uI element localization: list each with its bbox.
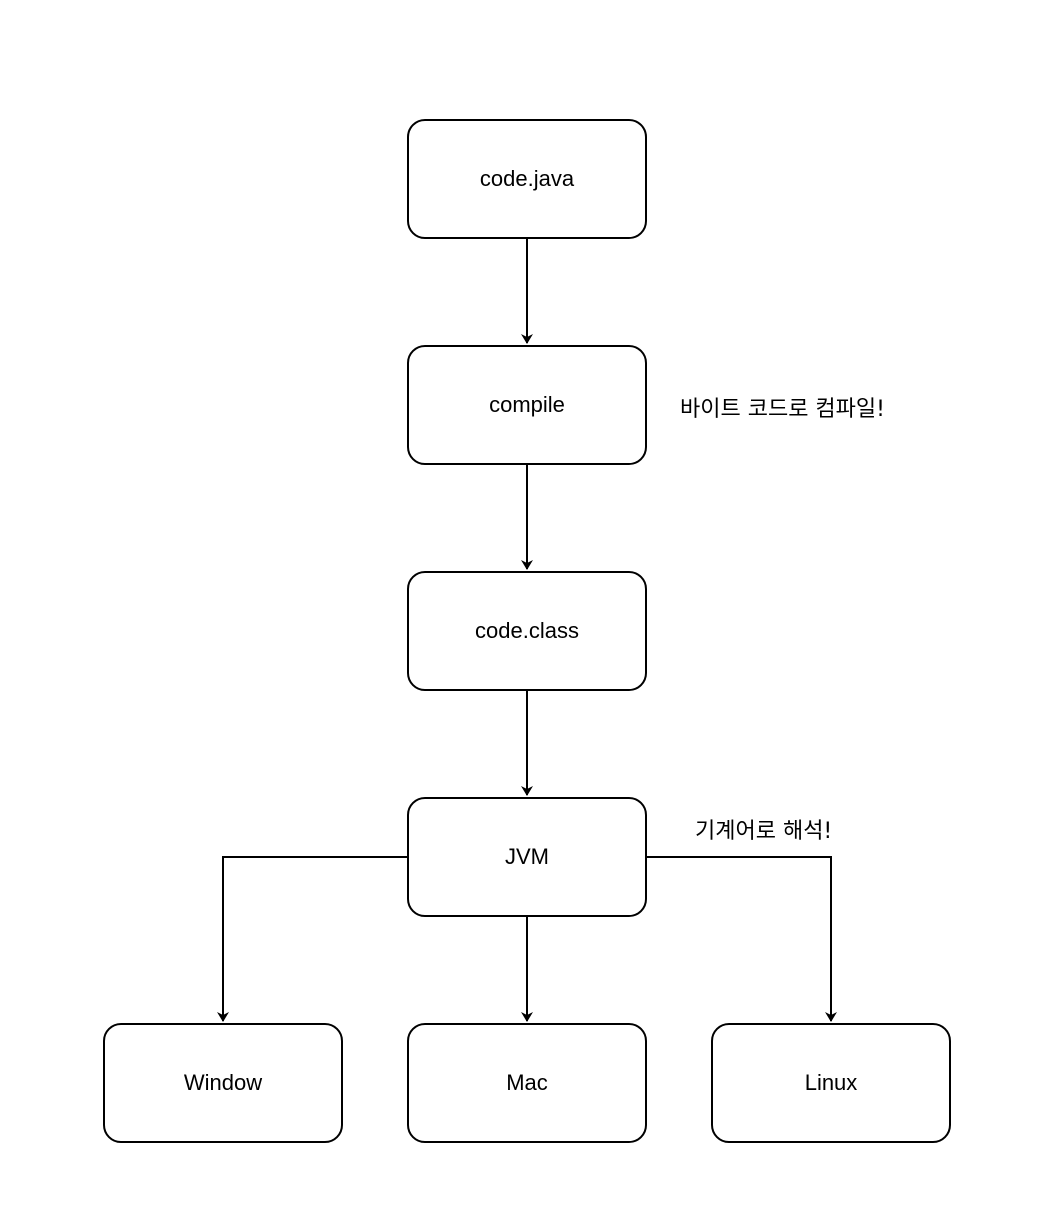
node-jvm[interactable]: JVM (407, 797, 647, 917)
node-jvm-label: JVM (505, 844, 549, 869)
jvm-annotation: 기계어로 해석! (695, 819, 833, 844)
arrow-jvm-to-linux (647, 856, 837, 1022)
node-code-class[interactable]: code.class (407, 571, 647, 691)
node-code-class-label: code.class (475, 618, 579, 643)
node-window-label: Window (183, 1070, 263, 1095)
node-mac[interactable]: Mac (407, 1023, 647, 1143)
node-code-java-label: code.java (479, 166, 575, 191)
node-linux[interactable]: Linux (711, 1023, 951, 1143)
arrow-jvm-to-window (217, 856, 407, 1022)
node-window[interactable]: Window (103, 1023, 343, 1143)
node-mac-label: Mac (506, 1070, 548, 1095)
compile-annotation: 바이트 코드로 컴파일! (680, 397, 885, 422)
node-code-java[interactable]: code.java (407, 119, 647, 239)
node-compile[interactable]: compile (407, 345, 647, 465)
node-linux-label: Linux (804, 1070, 858, 1095)
node-compile-label: compile (489, 392, 565, 417)
